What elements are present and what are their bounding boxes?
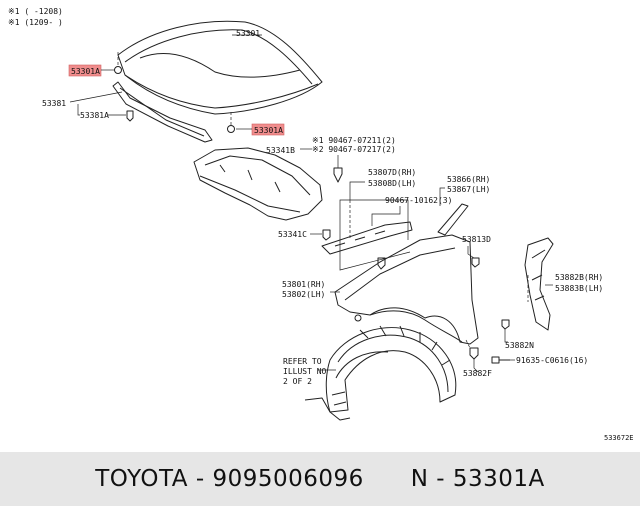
note-line-1: ※1 ( -1208) [8, 7, 63, 16]
clip-53882n [501, 319, 510, 330]
clip-53813d [471, 257, 480, 268]
label-53301a-upper: 53301A [71, 67, 100, 76]
fender-seal-drawing [524, 237, 554, 331]
hood-seal-drawing [112, 81, 213, 143]
seal-53807d-drawing [321, 221, 413, 255]
insulator-upper [114, 66, 122, 74]
label-53867: 53867(LH) [447, 185, 490, 194]
parts-diagram: ※1 ( -1208) ※1 (1209- ) 53301 53301A 533… [8, 7, 634, 442]
label-91635: 91635-C0616(16) [516, 356, 588, 365]
label-53341c: 53341C [278, 230, 307, 239]
label-53882b: 53882B(RH) [555, 273, 603, 282]
label-53866: 53866(RH) [447, 175, 490, 184]
refer-line-2: ILLUST NO [283, 367, 327, 376]
n-prefix: N [410, 466, 429, 492]
figure-code: 533672E [604, 434, 634, 442]
clip-53882f [469, 347, 479, 360]
refer-line-1: REFER TO [283, 357, 322, 366]
label-53381: 53381 [42, 99, 66, 108]
bolt-91635 [491, 356, 510, 364]
part-info-bar: TOYOTA - 9095006096 N - 53301A [0, 452, 640, 506]
fender-liner-drawing [304, 325, 457, 421]
cowl-cover-drawing [193, 147, 323, 221]
label-53301a-lower: 53301A [254, 126, 283, 135]
label-53813d: 53813D [462, 235, 491, 244]
label-note-2: ※2 90467-07217(2) [312, 145, 396, 154]
label-53341b: 53341B [266, 146, 295, 155]
label-53801: 53801(RH) [282, 280, 325, 289]
highlight-53301a-lower [251, 123, 285, 136]
gap [364, 466, 411, 492]
label-53883b: 53883B(LH) [555, 284, 603, 293]
label-hood: 53301 [236, 29, 260, 38]
clip-53341c [322, 229, 331, 241]
note-line-2: ※1 (1209- ) [8, 18, 63, 27]
diagram-reference: 53301A [452, 466, 545, 492]
fender-drawing [334, 234, 479, 345]
label-90467-10162: 90467-10162(3) [385, 196, 452, 205]
clip-53381a [126, 110, 134, 122]
clip-90467-07211 [333, 167, 343, 183]
separator-2: - [428, 466, 453, 492]
insulator-lower [227, 125, 235, 133]
label-53882n: 53882N [505, 341, 534, 350]
separator-1: - [188, 466, 213, 492]
highlight-53301a-upper [68, 64, 102, 77]
brand-name: TOYOTA [95, 466, 189, 492]
label-53882f: 53882F [463, 369, 492, 378]
part-number: 9095006096 [212, 466, 364, 492]
refer-line-3: 2 OF 2 [283, 377, 312, 386]
label-53808d: 53808D(LH) [368, 179, 416, 188]
hood-drawing [117, 20, 323, 115]
label-53381a: 53381A [80, 111, 109, 120]
label-53807d: 53807D(RH) [368, 168, 416, 177]
bracket-53866-drawing [437, 203, 469, 236]
label-note-1: ※1 90467-07211(2) [312, 136, 396, 145]
label-53802: 53802(LH) [282, 290, 325, 299]
